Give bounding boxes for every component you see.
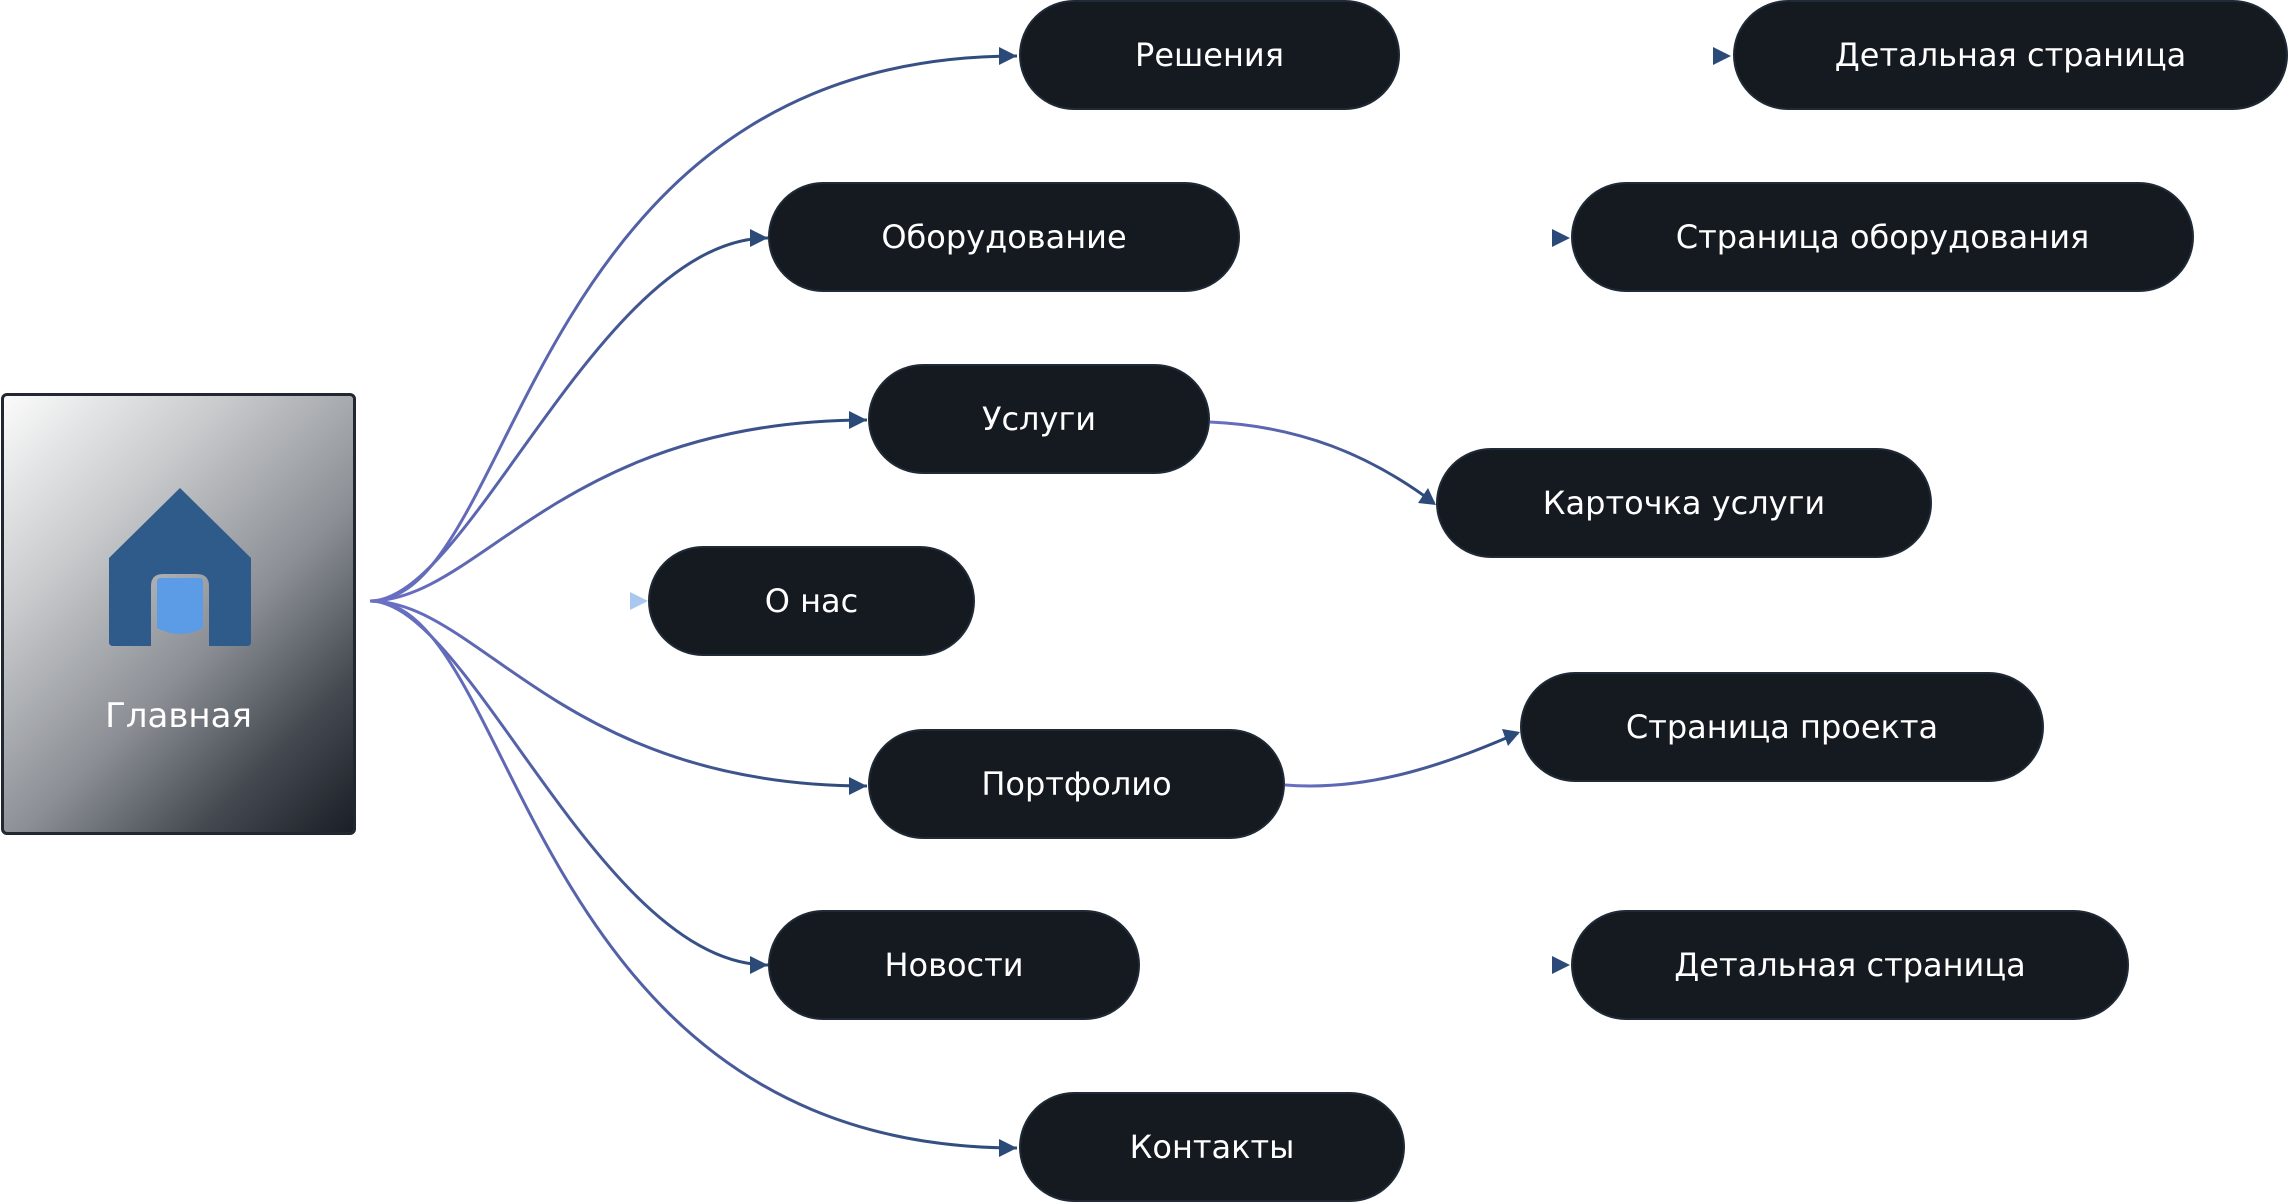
arrowhead [1552,956,1570,974]
node-solutions[interactable]: Решения [1019,0,1400,110]
node-news[interactable]: Новости [768,910,1140,1020]
arrowhead [750,229,768,247]
edge-root-services [369,418,868,603]
edge-root-solutions [369,54,1018,603]
root-node-home[interactable]: Главная [1,393,356,835]
arrowhead [1418,488,1436,505]
node-portfolio-detail[interactable]: Страница проекта [1520,672,2044,782]
edge-services-detail [1209,420,1435,505]
edge-root-news [369,599,769,967]
arrowhead [999,47,1017,65]
node-equipment[interactable]: Оборудование [768,182,1240,292]
node-about[interactable]: О нас [648,546,975,656]
arrowhead [1502,729,1520,746]
node-solutions-detail[interactable]: Детальная страница [1733,0,2288,110]
arrowhead [750,956,768,974]
node-portfolio[interactable]: Портфолио [868,729,1285,839]
node-equipment-detail[interactable]: Страница оборудования [1571,182,2194,292]
arrowhead [849,411,867,429]
home-icon [109,488,251,646]
arrowhead [1713,47,1731,65]
node-services[interactable]: Услуги [868,364,1210,474]
edge-portfolio-detail [1284,731,1519,788]
arrowhead [1552,229,1570,247]
arrowhead [630,592,648,610]
node-contacts[interactable]: Контакты [1019,1092,1405,1202]
arrowhead [999,1139,1017,1157]
root-label: Главная [105,696,252,736]
edge-root-equipment [369,236,769,603]
arrowhead [849,777,867,795]
edge-root-contacts [369,599,1018,1150]
node-services-detail[interactable]: Карточка услуги [1436,448,1932,558]
edge-root-portfolio [369,599,868,788]
node-news-detail[interactable]: Детальная страница [1571,910,2129,1020]
